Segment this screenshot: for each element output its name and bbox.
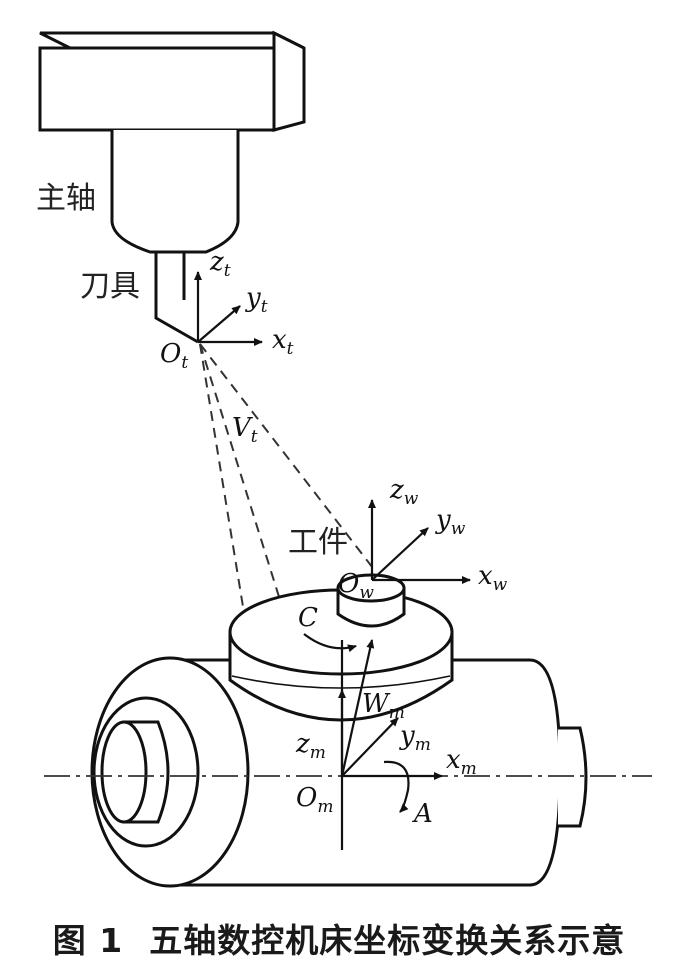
work-origin-label: Ow bbox=[338, 569, 374, 603]
machine-y-axis bbox=[341, 717, 399, 777]
spindle-head bbox=[38, 30, 306, 344]
workpiece-label: 工件 bbox=[288, 525, 348, 560]
spindle-label: 主轴 bbox=[36, 181, 96, 216]
offset-vector-w bbox=[340, 639, 375, 777]
work-z-label: zw bbox=[389, 475, 419, 509]
right-stub bbox=[558, 726, 588, 828]
cylinder-end-ring bbox=[92, 696, 200, 848]
tool-y-label: yt bbox=[245, 283, 268, 317]
machine-x-label: xm bbox=[446, 745, 477, 779]
c-axis-label: C bbox=[298, 603, 318, 633]
cone-left-edge bbox=[199, 343, 256, 681]
work-x-label: xw bbox=[478, 561, 508, 595]
machine-z-label: zm bbox=[295, 729, 326, 763]
a-rotation-arrow bbox=[383, 760, 410, 813]
offset-vector-label: Wm bbox=[362, 689, 405, 723]
view-vector-label: Vt bbox=[232, 413, 258, 447]
spindle-box-front bbox=[38, 46, 276, 132]
cylinder-end-outer bbox=[90, 656, 250, 888]
workpiece-boss bbox=[336, 573, 406, 628]
tool-frame bbox=[194, 271, 263, 346]
tool-label: 刀具 bbox=[80, 269, 140, 304]
machine-y-label: ym bbox=[399, 721, 431, 755]
machine-frame bbox=[338, 639, 443, 850]
a-axis-label: A bbox=[412, 799, 433, 829]
tool-x-label: xt bbox=[272, 325, 294, 359]
spindle-box-top bbox=[39, 31, 305, 50]
spindle-box-side bbox=[272, 30, 306, 132]
work-y-label: yw bbox=[435, 505, 466, 539]
five-axis-diagram: 主轴 刀具 zt yt xt Ot Vt 工件 bbox=[36, 30, 652, 888]
cylinder-end-hub-face bbox=[100, 720, 148, 824]
tool-shank bbox=[154, 252, 199, 344]
a-axis-cylinder bbox=[90, 656, 588, 888]
tool-origin-label: Ot bbox=[160, 339, 188, 373]
figure-caption: 图 1 五轴数控机床坐标变换关系示意 bbox=[0, 914, 678, 962]
cone-right-edge bbox=[199, 343, 377, 573]
figure-title: 五轴数控机床坐标变换关系示意 bbox=[149, 921, 626, 960]
tool-z-label: zt bbox=[209, 247, 231, 281]
table-lower-rim bbox=[231, 675, 451, 689]
tool-y-axis bbox=[197, 305, 241, 343]
work-y-axis bbox=[371, 527, 429, 581]
spindle-body bbox=[110, 130, 240, 254]
workpiece-frame bbox=[368, 499, 471, 584]
machine-origin-label: Om bbox=[296, 783, 333, 817]
figure-number: 图 1 bbox=[52, 921, 124, 960]
c-rotation-arrow bbox=[303, 633, 357, 653]
